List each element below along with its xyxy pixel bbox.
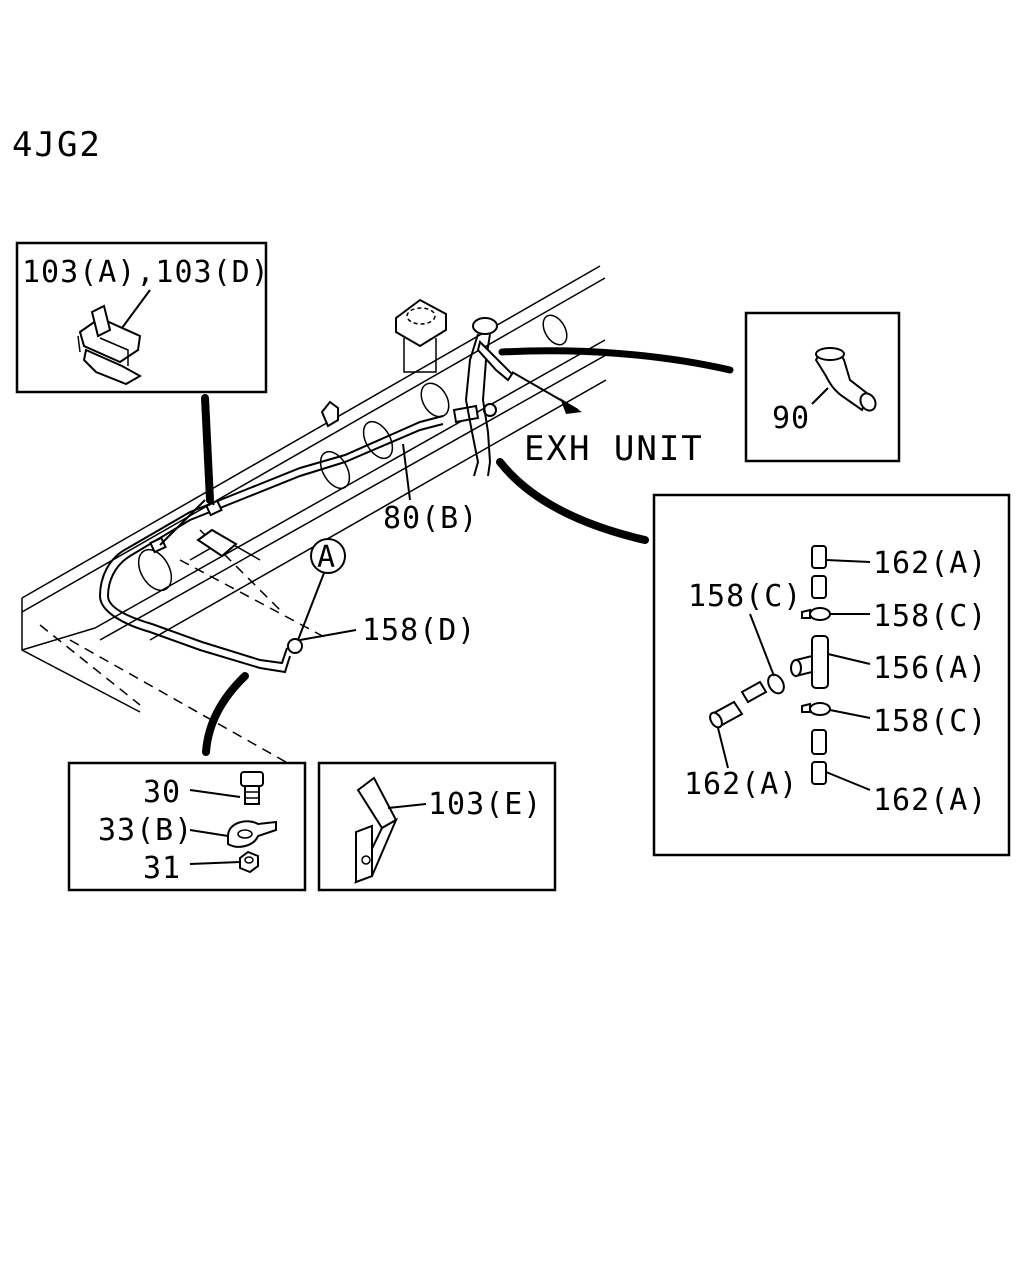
bolt-icon: [240, 771, 264, 805]
pipe-label: 80(B): [383, 501, 478, 536]
top-hose-label: 162(A): [873, 546, 987, 581]
clip-label: 103(A),103(D): [22, 255, 270, 290]
side-clip-icon: [767, 673, 785, 695]
clamp-label: 158(D): [362, 613, 476, 648]
side-clip-label: 158(C): [688, 579, 802, 614]
inset-fasteners: 30 33(B) 31: [67, 761, 307, 892]
exh-unit-label: EXH UNIT: [524, 429, 704, 469]
view-a-label: A: [317, 540, 336, 575]
inset-tee-joint: 162(A) 158(C) 156(A) 158(C) 162(A) 158(C…: [652, 493, 1011, 857]
model-code: 4JG2: [12, 125, 102, 165]
side-hose-label: 162(A): [684, 767, 798, 802]
clamp-33b-label: 33(B): [98, 813, 193, 848]
inset-elbow: 90: [744, 311, 901, 463]
bottom-hose-label: 162(A): [873, 783, 987, 818]
leader-to-clip: [201, 394, 214, 504]
leader-to-tee: [496, 458, 649, 544]
elbow-label: 90: [772, 401, 810, 436]
bottom-clip-label: 158(C): [873, 704, 987, 739]
side-hose-icon: [709, 680, 768, 729]
bottom-hose-icon: [811, 729, 827, 785]
vehicle-frame: [21, 265, 607, 771]
pipe-leader: [402, 443, 411, 501]
top-hose-icon: [811, 545, 827, 599]
clamp-33b-icon: [227, 820, 277, 848]
top-clip-label: 158(C): [873, 599, 987, 634]
tee-fitting-icon: [790, 635, 829, 689]
leader-to-fasteners: [202, 672, 249, 756]
bracket-label: 103(E): [428, 787, 542, 822]
bolt-label: 30: [143, 775, 181, 810]
tee-label: 156(A): [873, 651, 987, 686]
clip-part-icon: [77, 304, 143, 386]
clamp-158d: A 158(D): [287, 538, 476, 654]
bottom-clip-icon: [801, 702, 831, 716]
nut-label: 31: [143, 851, 181, 886]
inset-bracket: 103(E): [317, 761, 557, 892]
nut-icon: [239, 850, 259, 874]
view-a-marker: [310, 538, 346, 574]
elbow-hose-icon: [814, 347, 877, 412]
bracket-icon: [354, 776, 399, 884]
leader-to-elbow: [498, 347, 734, 374]
inset-clip: 103(A),103(D): [15, 241, 270, 394]
exhaust-hose: [464, 317, 582, 477]
